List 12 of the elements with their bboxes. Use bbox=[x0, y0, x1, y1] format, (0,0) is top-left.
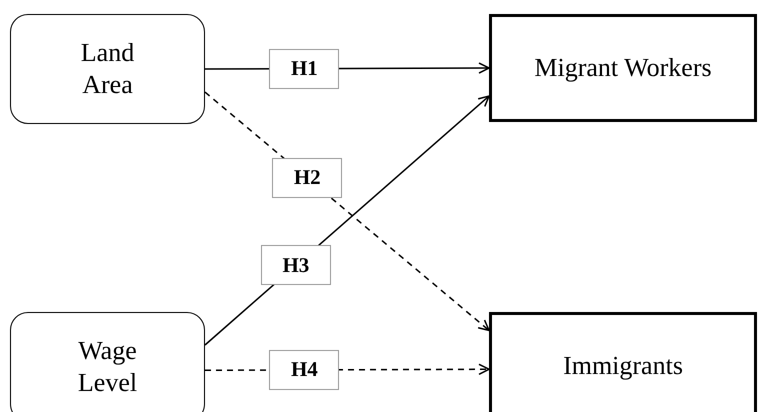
edge-label: H2 bbox=[272, 158, 342, 198]
node-label: Migrant Workers bbox=[534, 52, 712, 84]
edge-label: H1 bbox=[269, 48, 340, 89]
process-box bbox=[489, 14, 757, 122]
node-label: Land Area bbox=[80, 36, 136, 101]
process-box bbox=[10, 14, 205, 124]
node-label: Wage Level bbox=[76, 334, 138, 399]
process-box bbox=[10, 312, 205, 412]
edge-label: H3 bbox=[260, 245, 331, 286]
edge-label: H4 bbox=[269, 350, 340, 390]
process-box bbox=[489, 312, 757, 412]
node-label: Immigrants bbox=[563, 350, 683, 382]
